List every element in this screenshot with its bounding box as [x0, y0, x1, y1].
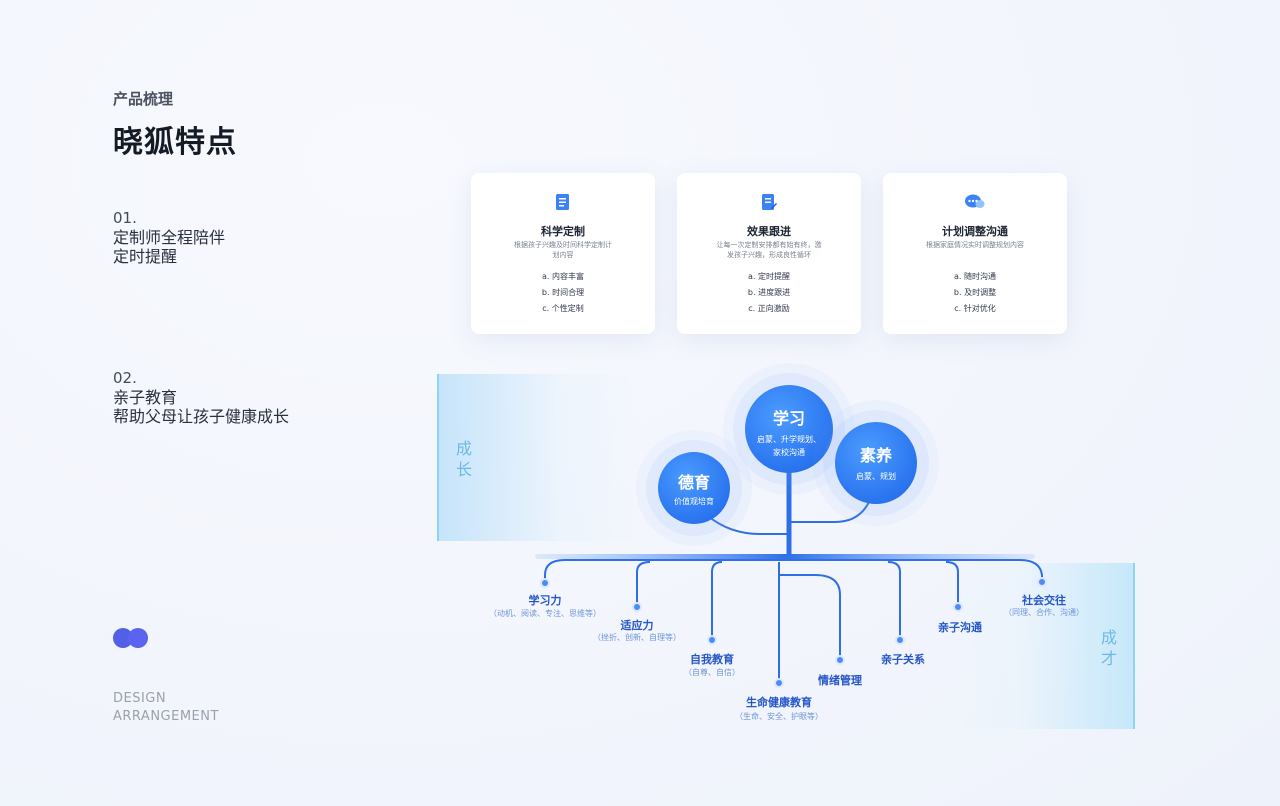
circle-title: 学习 [772, 409, 805, 428]
edit-note-icon [762, 194, 777, 210]
node-adaptability: 适应力 [620, 619, 654, 632]
circle-study: 学习 启蒙、升学规划、 家校沟通 [745, 385, 833, 473]
card-item: b. 进度跟进 [747, 288, 791, 297]
node-parent-relation: 亲子关系 [881, 653, 925, 666]
chat-bubble-icon [965, 194, 985, 208]
circle-literacy: 素养 启蒙、规划 [835, 422, 917, 504]
card-item: b. 时间合理 [541, 288, 585, 297]
node-parent-communication: 亲子沟通 [938, 621, 982, 634]
document-list-icon [556, 194, 569, 210]
circle-moral: 德育 价值观培育 [658, 452, 730, 524]
feature-card-followup: 效果跟进 让每一次定制安排都有始有终，激发孩子兴趣，形成良性循环 a. 定时提醒… [677, 173, 861, 334]
circle-sub: 家校沟通 [773, 448, 805, 457]
circle-sub: 启蒙、升学规划、 [757, 435, 821, 444]
eyebrow-label: 产品梳理 [113, 90, 174, 108]
card-desc: 根据家庭情况实时调整规划内容 [926, 241, 1024, 249]
section-02: 02. 亲子教育 帮助父母让孩子健康成长 [113, 369, 289, 426]
node-emotion: 情绪管理 [818, 674, 862, 687]
card-item: a. 内容丰富 [542, 272, 584, 281]
section-line: 定制师全程陪伴 [113, 228, 226, 247]
card-item: a. 随时沟通 [954, 272, 996, 281]
node-sub: （自尊、自信） [684, 668, 740, 677]
card-desc: 根据孩子兴趣及时间科学定制计划内容 [514, 241, 612, 259]
card-title: 计划调整沟通 [942, 225, 1008, 238]
node-social: 社会交往 [1022, 594, 1066, 607]
section-line: 亲子教育 [113, 388, 178, 407]
node-self-education: 自我教育 [690, 653, 734, 666]
section-01: 01. 定制师全程陪伴 定时提醒 [113, 209, 225, 266]
node-sub: （生命、安全、护眼等） [735, 712, 823, 721]
design-caption: DESIGN ARRANGEMENT [113, 690, 219, 726]
feature-card-scientific: 科学定制 根据孩子兴趣及时间科学定制计划内容 a. 内容丰富 b. 时间合理 c… [471, 173, 655, 334]
growth-label: 成长 [456, 439, 473, 479]
section-line: 帮助父母让孩子健康成长 [113, 407, 290, 426]
card-title: 效果跟进 [747, 225, 791, 238]
node-sub: （挫折、创新、自理等） [593, 633, 681, 642]
circle-title: 素养 [859, 446, 892, 465]
design-word: DESIGN [113, 691, 167, 706]
node-life-health: 生命健康教育 [746, 696, 812, 709]
circle-sub: 启蒙、规划 [856, 472, 896, 481]
talent-label: 成才 [1101, 628, 1118, 668]
node-learning: 学习力 [528, 594, 562, 607]
card-item: c. 正向激励 [748, 304, 790, 313]
section-number: 01. [113, 209, 137, 227]
growth-band [437, 374, 639, 541]
feature-card-adjust: 计划调整沟通 根据家庭情况实时调整规划内容 a. 随时沟通 b. 及时调整 c.… [883, 173, 1067, 334]
card-item: c. 个性定制 [542, 304, 584, 313]
card-title: 科学定制 [541, 225, 585, 238]
card-item: b. 及时调整 [953, 288, 997, 297]
section-number: 02. [113, 369, 137, 387]
arrangement-word: ARRANGEMENT [113, 709, 219, 724]
circle-title: 德育 [677, 473, 710, 492]
section-line: 定时提醒 [113, 247, 178, 266]
circle-sub: 价值观培育 [674, 497, 714, 506]
card-item: c. 针对优化 [954, 304, 996, 313]
node-sub: （同理、合作、沟通） [1004, 608, 1084, 617]
node-sub: （动机、阅读、专注、思维等） [489, 609, 601, 618]
talent-band [955, 563, 1135, 729]
card-desc: 让每一次定制安排都有始有终，激发孩子兴趣，形成良性循环 [716, 241, 822, 259]
page-title: 晓狐特点 [113, 125, 237, 160]
card-item: a. 定时提醒 [748, 272, 790, 281]
brand-logo [113, 628, 151, 648]
